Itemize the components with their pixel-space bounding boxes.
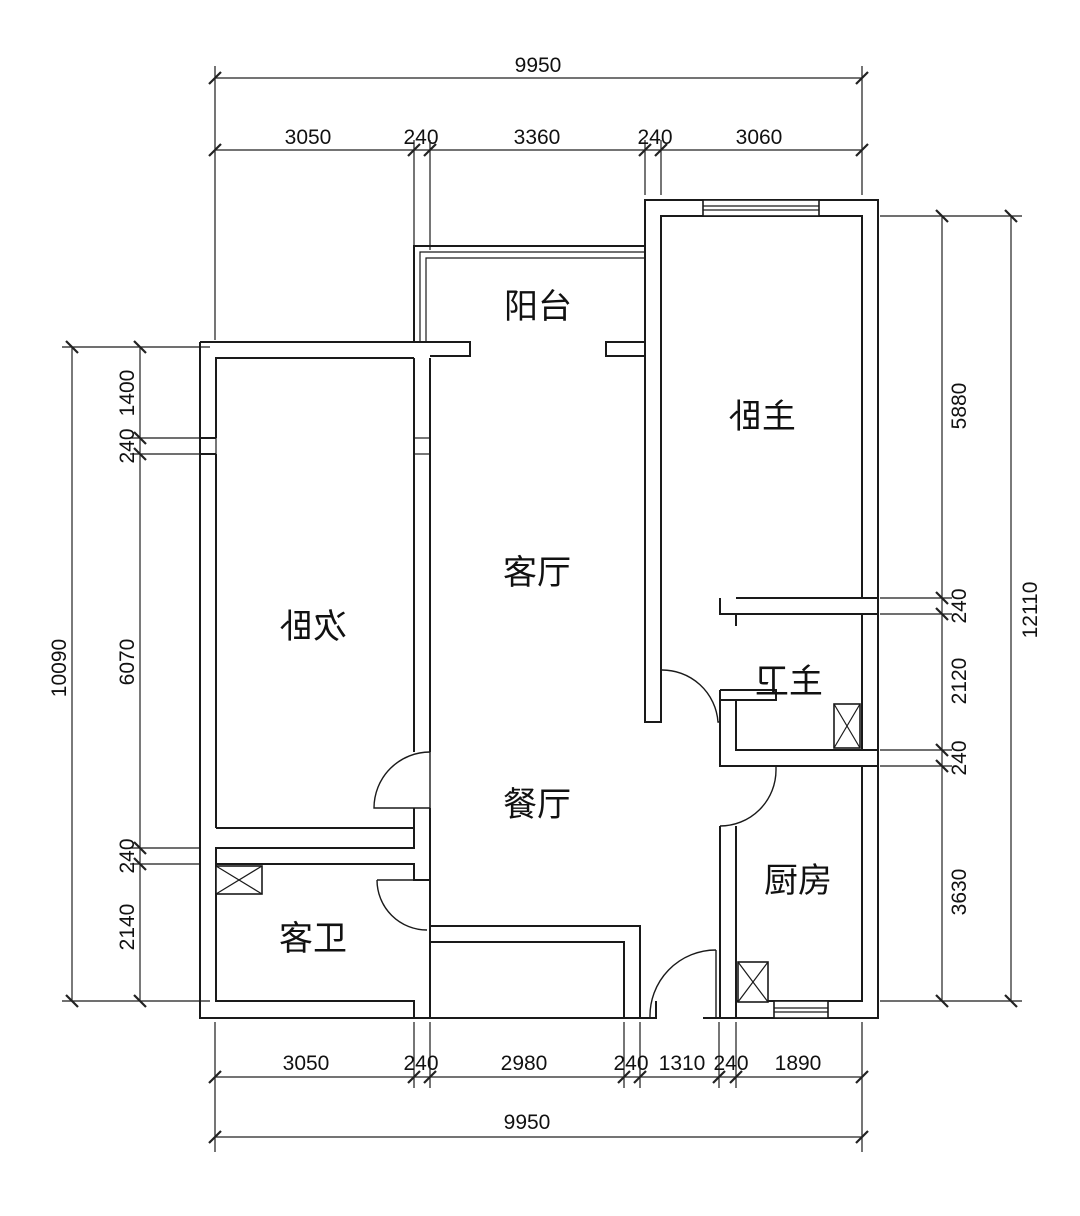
window-icon — [702, 199, 820, 217]
right-dimension-chain: 5880 240 2120 240 3630 12110 — [880, 209, 1042, 1008]
dimension-tick-icon — [208, 1070, 869, 1144]
bottom-dim-2: 240 — [403, 1052, 438, 1075]
bottom-dim-6: 240 — [713, 1052, 748, 1075]
right-dim-1: 5880 — [948, 383, 971, 430]
living-dining-walls — [414, 880, 641, 1019]
room-label-second-bedroom: 次卧 — [279, 607, 347, 647]
door-swing-icon — [376, 864, 431, 931]
room-label-master-bath: 主卫 — [755, 662, 823, 702]
vent-icon — [215, 865, 263, 895]
top-dim-1: 3050 — [285, 126, 332, 149]
bottom-dim-7: 1890 — [775, 1052, 822, 1075]
top-dim-2: 240 — [403, 126, 438, 149]
left-dim-3: 6070 — [116, 639, 139, 686]
top-dimension-chain: 9950 3050 240 3360 240 3060 — [208, 54, 869, 340]
dimension-tick-icon — [65, 340, 147, 1008]
left-dim-5: 2140 — [116, 904, 139, 951]
left-dim-2: 240 — [116, 428, 139, 463]
dimension-tick-icon — [208, 71, 869, 157]
room-label-guest-bath: 客卫 — [279, 919, 347, 959]
room-label-kitchen: 厨房 — [764, 861, 832, 901]
left-dim-4: 240 — [116, 838, 139, 873]
bottom-dim-1: 3050 — [283, 1052, 330, 1075]
vent-icon — [833, 703, 861, 749]
top-dim-3: 3360 — [514, 126, 561, 149]
left-total-dim: 10090 — [48, 639, 71, 697]
room-label-balcony: 阳台 — [504, 287, 572, 327]
right-dim-3: 2120 — [948, 658, 971, 705]
second-bedroom-walls — [199, 341, 431, 1019]
room-label-master-bedroom: 主卧 — [728, 397, 796, 437]
room-label-living-room: 客厅 — [503, 553, 571, 593]
balcony-walls — [413, 245, 645, 357]
bottom-dimension-chain: 3050 240 2980 240 1310 240 1890 9950 — [208, 1022, 869, 1152]
bottom-total-dim: 9950 — [504, 1111, 551, 1134]
right-total-dim: 12110 — [1019, 582, 1042, 639]
bottom-dim-5: 1310 — [659, 1052, 706, 1075]
top-total-dim: 9950 — [515, 54, 562, 77]
window-icon — [773, 1000, 829, 1019]
bottom-dim-3: 2980 — [501, 1052, 548, 1075]
top-dim-5: 3060 — [736, 126, 783, 149]
master-bedroom-walls — [640, 199, 879, 1019]
right-dim-4: 240 — [948, 740, 971, 775]
left-dim-1: 1400 — [116, 370, 139, 417]
door-swing-icon — [373, 751, 431, 809]
door-swing-icon — [649, 949, 717, 1019]
room-label-dining-room: 餐厅 — [503, 785, 571, 825]
walls — [199, 199, 879, 1019]
right-dim-5: 3630 — [948, 869, 971, 916]
door-swing-icon — [660, 669, 721, 723]
vent-icon — [737, 961, 769, 1003]
right-dim-2: 240 — [948, 588, 971, 623]
door-swing-icon — [719, 766, 777, 827]
bottom-dim-4: 240 — [613, 1052, 648, 1075]
left-dimension-chain: 10090 1400 240 6070 240 2140 — [48, 340, 210, 1008]
top-dim-4: 240 — [637, 126, 672, 149]
dimension-tick-icon — [935, 209, 1018, 1008]
